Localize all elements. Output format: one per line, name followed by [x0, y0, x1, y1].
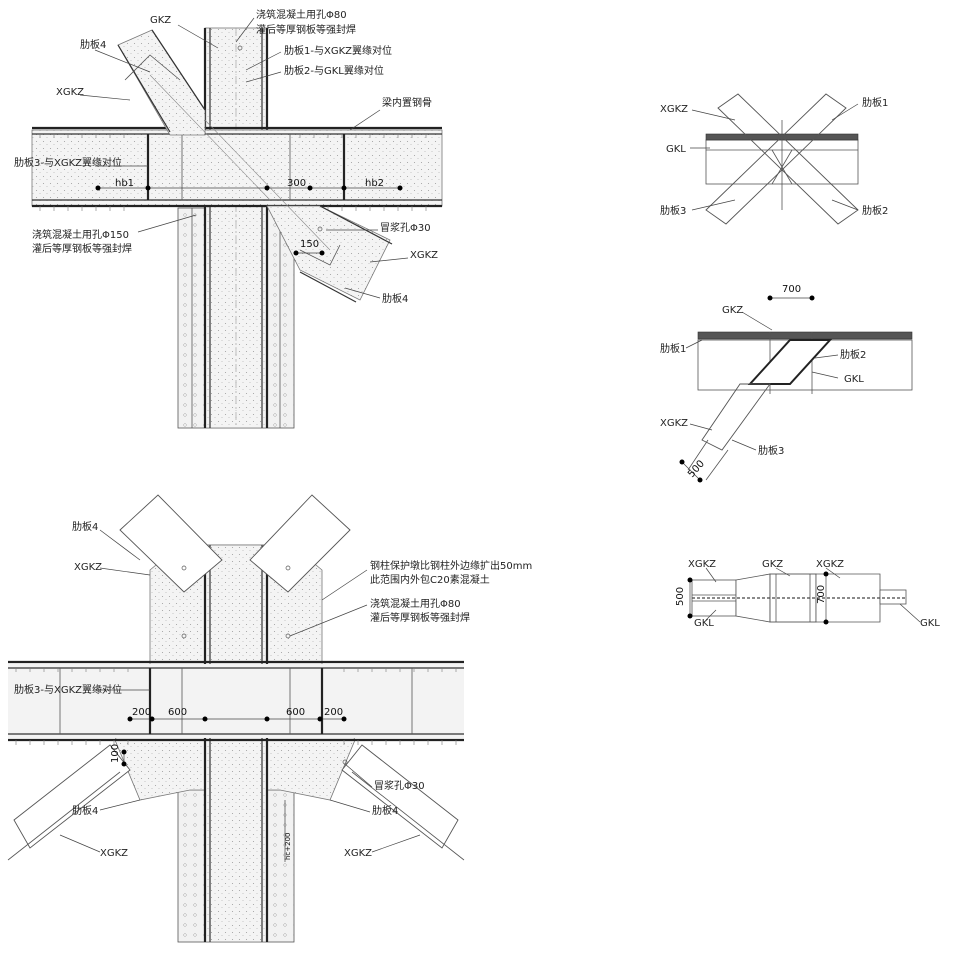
- right-section-detail: 500 700 XGKZ GKZ XGKZ GKL GKL: [675, 559, 940, 629]
- label-top-beam-steel: 梁内置钢骨: [382, 96, 432, 109]
- label-bot-hole80-line1: 浇筑混凝土用孔Φ80: [370, 597, 461, 610]
- label-bot-xgkz-c: XGKZ: [344, 848, 372, 859]
- label-r3-xgkz-b: XGKZ: [816, 559, 844, 570]
- label-r1-rib3: 肋板3: [660, 204, 686, 217]
- label-r2-rib3: 肋板3: [758, 444, 784, 457]
- right-x-brace-detail: XGKZ GKL 肋板3 肋板1 肋板2: [660, 93, 888, 225]
- dim-r2-700: 700: [782, 284, 801, 295]
- label-top-hole80-line1: 浇筑混凝土用孔Φ80: [256, 8, 347, 21]
- label-r1-gkl: GKL: [666, 144, 686, 155]
- label-top-rib4-b: 肋板4: [382, 292, 408, 305]
- label-top-hole80-line2: 灌后等厚钢板等强封焊: [256, 23, 356, 36]
- label-top-rib2: 肋板2-与GKL翼缘对位: [284, 64, 384, 77]
- label-top-rib3: 肋板3-与XGKZ翼缘对位: [14, 156, 122, 169]
- label-bot-hole80-line2: 灌后等厚钢板等强封焊: [370, 611, 470, 624]
- label-bot-rib3: 肋板3-与XGKZ翼缘对位: [14, 683, 122, 696]
- label-r2-gkl: GKL: [844, 374, 864, 385]
- top-joint-detail: hb1 300 hb2 150 GKZ 浇筑混凝土用孔Φ80 灌后等厚钢板等强封…: [14, 8, 443, 429]
- label-r2-rib2: 肋板2: [840, 348, 866, 361]
- label-top-hole150-line1: 浇筑混凝土用孔Φ150: [32, 228, 129, 241]
- dim-hb1: hb1: [115, 178, 134, 189]
- label-bot-vent: 冒浆孔Φ30: [374, 779, 425, 792]
- dim-300: 300: [287, 178, 306, 189]
- label-r1-rib2: 肋板2: [862, 204, 888, 217]
- label-top-xgkz-a: XGKZ: [56, 87, 84, 98]
- dim-hb2: hb2: [365, 178, 384, 189]
- dim-150: 150: [300, 239, 319, 250]
- label-top-rib4-a: 肋板4: [80, 38, 106, 51]
- label-bot-rib4-b: 肋板4: [72, 804, 98, 817]
- label-r2-gkz: GKZ: [722, 305, 743, 316]
- dim-bot-200-left: 200: [132, 707, 151, 718]
- label-top-xgkz-b: XGKZ: [410, 250, 438, 261]
- label-bot-pier-line1: 钢柱保护墩比钢柱外边缘扩出50mm: [370, 559, 532, 572]
- label-r1-rib1: 肋板1: [862, 96, 888, 109]
- dim-bot-200-right: 200: [324, 707, 343, 718]
- label-bot-xgkz-a: XGKZ: [74, 562, 102, 573]
- dim-bot-600-right: 600: [286, 707, 305, 718]
- label-bot-xgkz-b: XGKZ: [100, 848, 128, 859]
- label-top-hole150-line2: 灌后等厚钢板等强封焊: [32, 242, 132, 255]
- label-r1-xgkz: XGKZ: [660, 104, 688, 115]
- label-r3-xgkz-a: XGKZ: [688, 559, 716, 570]
- label-r3-gkz: GKZ: [762, 559, 783, 570]
- label-bot-pier-line2: 此范围内外包C20素混凝土: [370, 573, 490, 586]
- dim-r2-500: 500: [686, 458, 707, 480]
- label-bot-rib4-a: 肋板4: [72, 520, 98, 533]
- label-bot-rib4-c: 肋板4: [372, 804, 398, 817]
- dim-r3-500: 500: [675, 587, 686, 606]
- dim-bot-100: 100: [110, 744, 121, 763]
- label-top-rib1: 肋板1-与XGKZ翼缘对位: [284, 44, 392, 57]
- label-r3-gkl-a: GKL: [694, 618, 714, 629]
- label-top-gkz: GKZ: [150, 15, 171, 26]
- bottom-joint-detail: 200 600 600 200 100 hc+200 肋板4 XGKZ 钢柱保护…: [7, 494, 532, 943]
- dim-bot-600-left: 600: [168, 707, 187, 718]
- label-r2-xgkz: XGKZ: [660, 418, 688, 429]
- dim-r3-700: 700: [816, 585, 827, 604]
- label-top-vent: 冒浆孔Φ30: [380, 221, 431, 234]
- label-r3-gkl-b: GKL: [920, 618, 940, 629]
- dim-bot-hc: hc+200: [284, 832, 292, 860]
- label-r2-rib1: 肋板1: [660, 342, 686, 355]
- right-single-brace-detail: 700 500 GKZ 肋板1 肋板2 GKL XGKZ 肋板3: [660, 284, 913, 483]
